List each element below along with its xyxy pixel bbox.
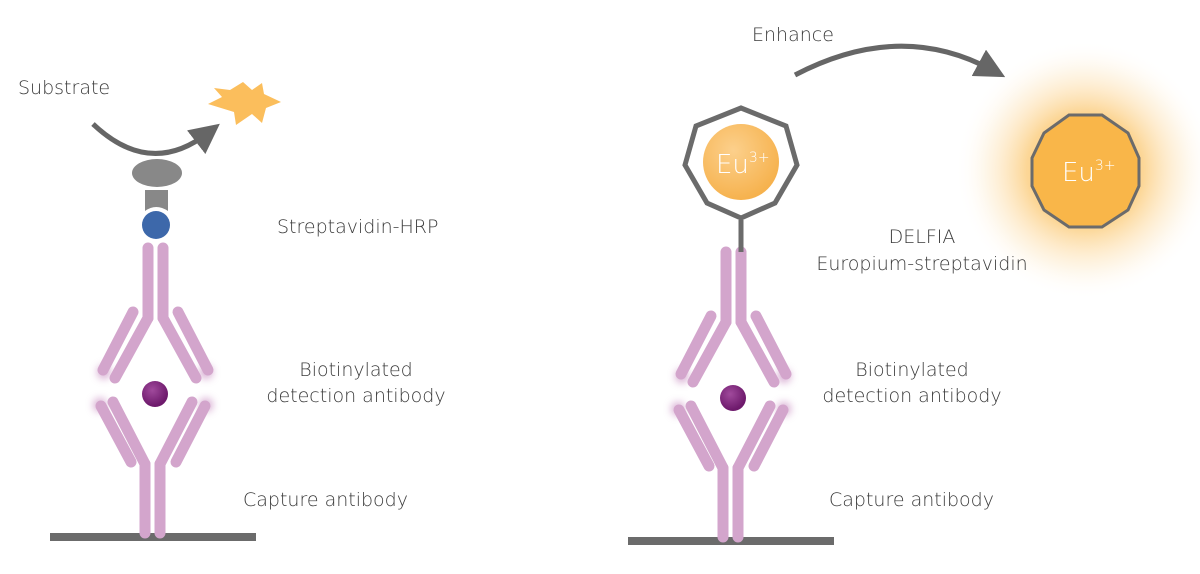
capture-label: Capture antibody [829, 489, 994, 511]
detection-label-line2: detection antibody [822, 385, 1001, 407]
streptavidin-hrp-label: Streptavidin-HRP [277, 216, 438, 238]
left-assay: Substrate Streptavidin-HRP Biotinylated … [18, 77, 446, 541]
enhanced-chelate [1030, 113, 1141, 229]
enhanced-europium-label: Eu3+ [1062, 158, 1116, 188]
detection-label-line1: Biotinylated [855, 359, 968, 381]
detection-label-line2: detection antibody [266, 385, 445, 407]
europium-label: Eu3+ [716, 150, 770, 180]
enhance-label: Enhance [752, 24, 834, 46]
delfia-label: DELFIA [889, 226, 956, 248]
capture-antibody [95, 396, 211, 539]
streptavidin [142, 211, 170, 239]
hrp-linker [145, 190, 168, 211]
substrate-arrow [91, 122, 220, 156]
antibody-sandwich [93, 242, 214, 539]
enhance-arrow [793, 43, 1006, 78]
plate-surface [50, 533, 256, 541]
capture-label: Capture antibody [243, 489, 408, 511]
analyte [142, 381, 168, 407]
substrate-label: Substrate [18, 77, 110, 99]
plate-surface [628, 537, 834, 545]
product-star [208, 82, 281, 125]
europium-ion [703, 124, 779, 200]
right-assay: Eu3+ Eu3+ Enhance DELFIA Europium-strept… [628, 24, 1200, 545]
detection-label-line1: Biotinylated [299, 359, 412, 381]
hrp-enzyme [132, 159, 182, 187]
detection-antibody [97, 242, 214, 384]
europium-streptavidin-label: Europium-streptavidin [816, 253, 1027, 275]
